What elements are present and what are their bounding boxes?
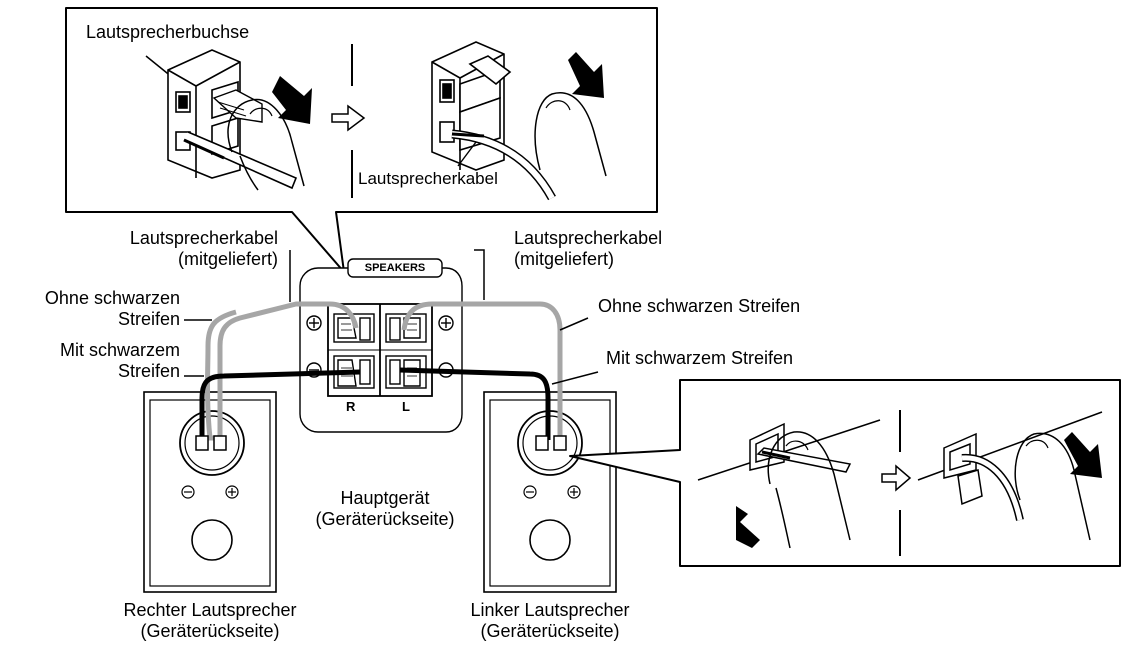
label-stripe-left-line1: Mit schwarzem	[59, 340, 180, 360]
main-unit-panel	[299, 258, 463, 433]
label-cable-right: Lautsprecherkabel (mitgeliefert)	[514, 228, 662, 270]
cable-plain-left-speaker	[401, 301, 563, 438]
label-stripe-right: Mit schwarzem Streifen	[606, 348, 794, 368]
label-terminal: Lautsprecherbuchse	[86, 22, 250, 42]
label-no-stripe-right: Ohne schwarzen Streifen	[598, 296, 801, 316]
label-left-speaker-line1: Linker Lautsprecher	[470, 600, 630, 620]
top-terminal-step1	[145, 49, 312, 191]
cable-striped-left-speaker	[399, 367, 551, 440]
label-right-speaker-line1: Rechter Lautsprecher	[123, 600, 297, 620]
channel-label-l: L	[402, 399, 410, 414]
label-cable-top: Lautsprecherkabel	[358, 169, 498, 188]
cable-plain-right-speaker	[205, 301, 359, 441]
cable-striped-right-speaker	[199, 369, 361, 440]
label-cable-right-line2: (mitgeliefert)	[514, 249, 615, 269]
top-callout	[65, 7, 658, 273]
channel-label-r: R	[346, 399, 356, 414]
label-right-speaker: Rechter Lautsprecher (Geräterückseite)	[90, 600, 330, 642]
label-stripe-left: Mit schwarzem Streifen	[0, 340, 180, 382]
label-no-stripe-left: Ohne schwarzen Streifen	[0, 288, 180, 330]
label-cable-right-line1: Lautsprecherkabel	[514, 228, 663, 248]
step-arrow-top	[331, 104, 366, 132]
label-main-unit-line1: Hauptgerät	[340, 488, 430, 508]
label-left-speaker: Linker Lautsprecher (Geräterückseite)	[430, 600, 670, 642]
speakers-panel-title: SPEAKERS	[364, 262, 426, 274]
label-right-speaker-line2: (Geräterückseite)	[140, 621, 280, 641]
label-cable-left-line1: Lautsprecherkabel	[129, 228, 278, 248]
right-callout	[569, 379, 1121, 567]
label-main-unit-line2: (Geräterückseite)	[315, 509, 455, 529]
label-no-stripe-left-line1: Ohne schwarzen	[44, 288, 180, 308]
label-main-unit: Hauptgerät (Geräterückseite)	[290, 488, 480, 530]
label-no-stripe-left-line2: Streifen	[117, 309, 180, 329]
top-terminal-step2	[431, 41, 607, 201]
label-cable-left-line2: (mitgeliefert)	[177, 249, 278, 269]
label-cable-left: Lautsprecherkabel (mitgeliefert)	[40, 228, 278, 270]
label-stripe-left-line2: Streifen	[117, 361, 180, 381]
label-left-speaker-line2: (Geräterückseite)	[480, 621, 620, 641]
